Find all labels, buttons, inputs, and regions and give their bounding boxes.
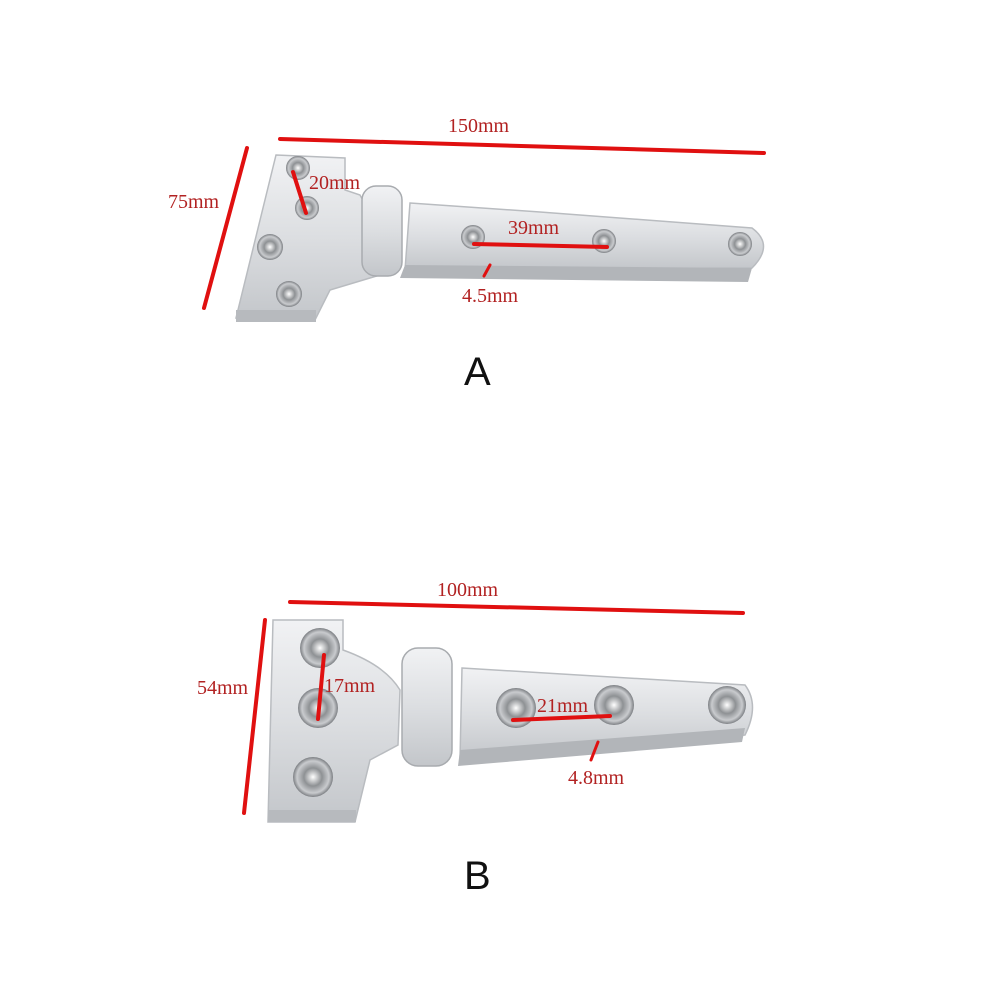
hinge-b-dimensions bbox=[242, 600, 745, 815]
hinge-b-leaf-spacing-label: 17mm bbox=[324, 675, 376, 697]
hinge-a-height-label: 75mm bbox=[168, 191, 220, 213]
hinge-a-leaf-spacing-label: 20mm bbox=[309, 172, 361, 194]
variant-label-b: B bbox=[464, 854, 491, 898]
hinge-b-strap-spacing-label: 21mm bbox=[537, 695, 589, 717]
hinge-b-thickness-label: 4.8mm bbox=[568, 767, 625, 789]
hinge-b-height-label: 54mm bbox=[197, 677, 249, 699]
hinge-b-length-label: 100mm bbox=[437, 579, 499, 601]
hinge-a-length-label: 150mm bbox=[448, 115, 510, 137]
hinge-a-strap-spacing-label: 39mm bbox=[508, 217, 560, 239]
hinge-a-thickness-label: 4.5mm bbox=[462, 285, 519, 307]
variant-label-a: A bbox=[464, 350, 491, 394]
hinge-b bbox=[267, 619, 754, 823]
hinge-a-dimensions bbox=[202, 137, 766, 310]
